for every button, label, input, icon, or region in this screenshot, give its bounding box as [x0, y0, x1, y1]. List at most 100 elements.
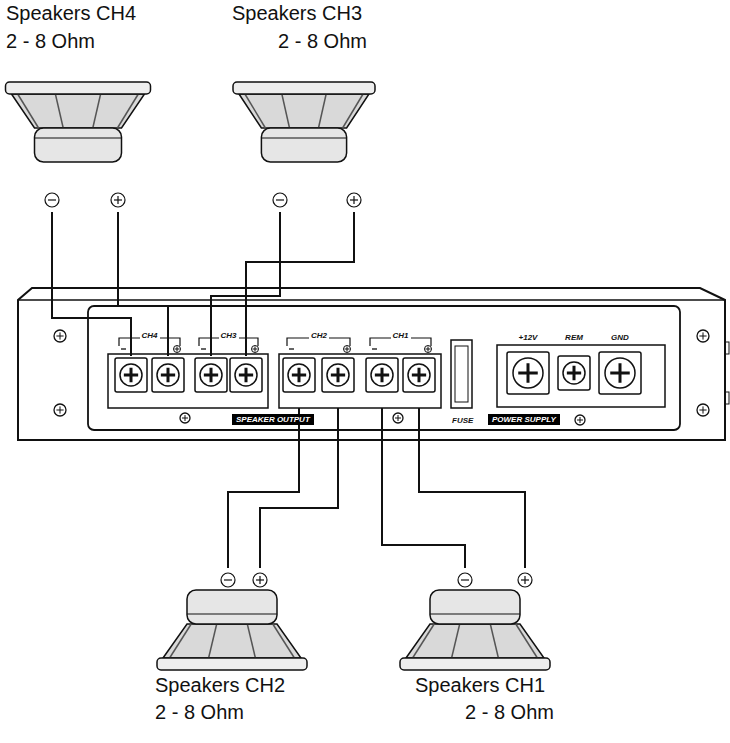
positive-symbol	[253, 573, 267, 587]
speaker-basket	[406, 624, 544, 658]
speaker-rim	[400, 658, 550, 670]
channel-terminals: CH2	[282, 356, 356, 408]
plus-mark	[252, 346, 259, 353]
terminal-cross	[161, 368, 175, 382]
speaker-wire	[118, 212, 168, 356]
impedance-label: 2 - 8 Ohm	[465, 701, 554, 724]
polarity-circle	[221, 573, 235, 587]
speaker-strut	[170, 624, 192, 658]
speaker-strut	[516, 624, 538, 658]
terminal-body	[403, 358, 435, 392]
speaker-strut	[273, 624, 295, 658]
speaker-magnet	[35, 128, 122, 162]
terminal-body	[152, 358, 184, 392]
terminal-body	[599, 352, 641, 394]
terminal-body	[507, 352, 549, 394]
screw	[697, 330, 709, 342]
terminal-screw	[327, 364, 349, 386]
speaker-strut	[282, 94, 290, 128]
polarity-circle	[458, 573, 472, 587]
speaker-strut	[413, 624, 435, 658]
screw-head	[575, 415, 585, 425]
screw-slot	[185, 415, 186, 421]
plus-mark	[425, 346, 432, 353]
terminal-screw	[120, 364, 142, 386]
amplifier-panel: SPEAKER OUTPUTFUSEPOWER SUPPLYCH4CH3CH2C…	[18, 286, 725, 444]
speaker-wire	[260, 408, 338, 568]
terminal-body	[283, 358, 315, 392]
screw-terminal	[152, 358, 184, 392]
terminal-block	[279, 354, 441, 408]
polarity-bar	[461, 579, 469, 580]
screw-terminal	[283, 358, 315, 392]
negative-symbol	[458, 573, 472, 587]
polarity-bar	[259, 576, 260, 584]
terminal-screw	[157, 364, 179, 386]
terminal-body	[558, 356, 590, 390]
polarity-bar	[353, 196, 354, 204]
screw-terminal	[599, 352, 641, 394]
speaker-rim	[6, 82, 151, 94]
polarity-bar	[48, 199, 56, 200]
terminal-label: REM	[565, 333, 583, 342]
screw-slot	[60, 332, 61, 339]
channel-terminals: CH1	[364, 356, 437, 408]
impedance-label: 2 - 8 Ohm	[6, 30, 95, 53]
polarity-circle	[111, 193, 125, 207]
channel-label: CH1	[390, 331, 410, 340]
speaker-wire	[419, 408, 525, 568]
speaker-wire	[382, 408, 465, 568]
speaker-magnet	[430, 590, 520, 624]
minus-mark	[372, 348, 377, 349]
channel-terminals: CH3	[193, 356, 264, 408]
speaker-strut	[490, 624, 498, 658]
speaker-name: Speakers CH2	[155, 674, 285, 697]
polarity-circle	[347, 193, 361, 207]
speaker-name: Speakers CH4	[6, 2, 136, 25]
minus-mark	[289, 348, 294, 349]
speaker-name: Speakers CH1	[415, 674, 545, 697]
polarity-bar	[524, 576, 525, 584]
screw-terminal	[195, 358, 227, 392]
speaker-strut	[343, 94, 363, 128]
channel-terminals: CH4	[113, 356, 186, 408]
terminal-label: +12V	[519, 333, 538, 342]
speaker-strut	[452, 624, 460, 658]
polarity-circle	[253, 573, 267, 587]
terminal-screw	[288, 364, 310, 386]
terminal-screw	[563, 362, 585, 384]
negative-symbol	[221, 573, 235, 587]
channel-label: CH2	[309, 331, 329, 340]
terminal-screw	[605, 358, 635, 388]
screw-slot	[398, 415, 399, 421]
speaker-box: Speakers CH2 2 - 8 Ohm	[150, 568, 315, 730]
screw-slot	[60, 406, 61, 413]
positive-symbol	[347, 193, 361, 207]
speaker-magnet-ring	[35, 138, 122, 139]
panel-label: SPEAKER OUTPUT	[232, 414, 314, 425]
impedance-label: 2 - 8 Ohm	[155, 701, 244, 724]
speaker-strut	[93, 94, 101, 128]
screw	[697, 404, 709, 416]
positive-symbol	[518, 573, 532, 587]
channel-label: CH3	[218, 331, 238, 340]
polarity-circle	[45, 193, 59, 207]
housing-edge	[18, 299, 725, 301]
screw-terminal	[322, 358, 354, 392]
terminal-cross	[518, 363, 538, 383]
terminal-body	[230, 358, 262, 392]
channel-label: CH4	[139, 331, 159, 340]
impedance-label: 2 - 8 Ohm	[278, 30, 367, 53]
screw-head	[54, 330, 66, 342]
speaker-strut	[209, 624, 217, 658]
speaker-magnet-ring	[430, 614, 520, 615]
negative-symbol	[45, 193, 59, 207]
negative-symbol	[273, 193, 287, 207]
terminal-cross	[412, 368, 426, 382]
terminal-cross	[331, 368, 345, 382]
terminal-screw	[371, 364, 393, 386]
plus-mark	[426, 347, 431, 352]
screw-head	[180, 413, 190, 423]
